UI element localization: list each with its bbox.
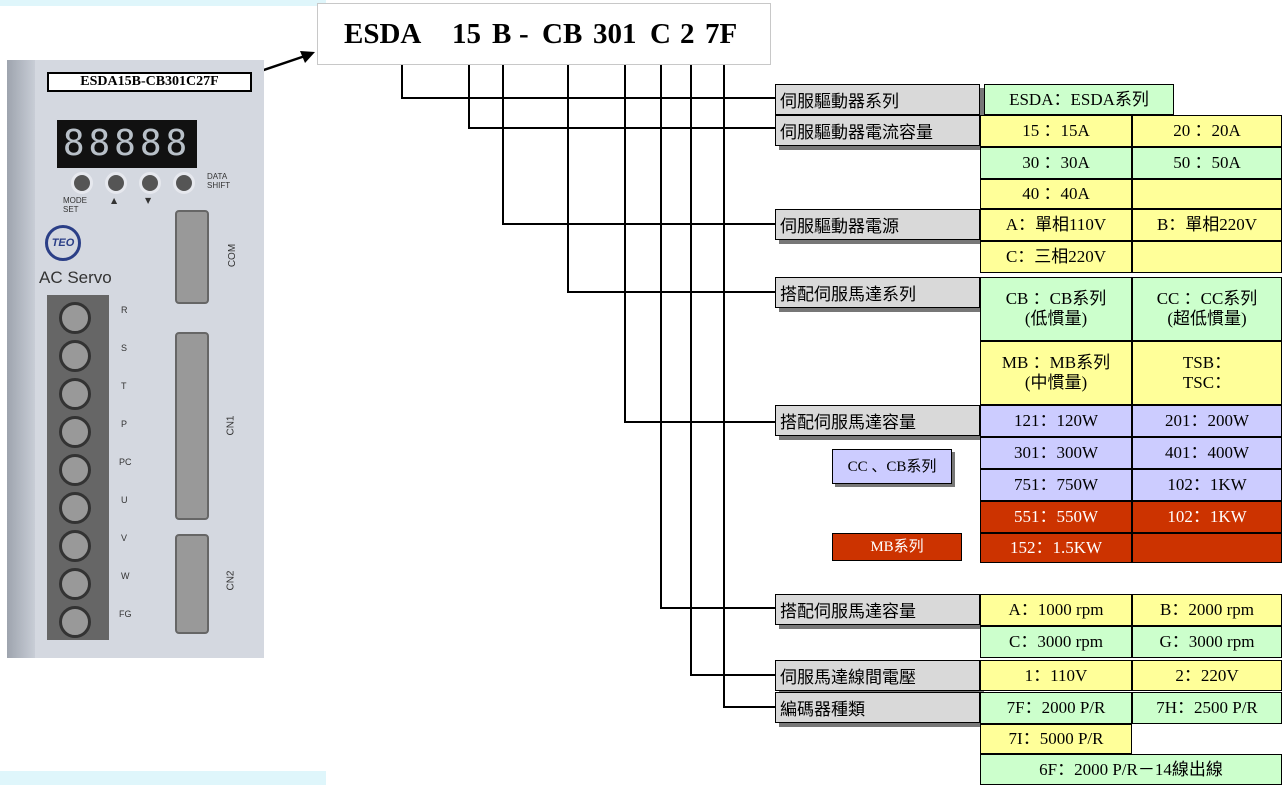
- label-motor-speed: 搭配伺服馬達容量: [775, 594, 980, 625]
- up-label: ▲: [111, 196, 118, 205]
- terminal-label-u: U: [121, 495, 128, 505]
- terminal-label-fg: FG: [119, 609, 132, 619]
- label-drive-current: 伺服驅動器電流容量: [775, 115, 980, 146]
- code-current: 15: [452, 18, 481, 50]
- cell-encoder-7h: 7H：2500 P/R: [1132, 692, 1282, 724]
- cell-speed-c: C：3000 rpm: [980, 626, 1132, 658]
- note-cc-cb-series: CC 、CB系列: [832, 449, 952, 484]
- cell-speed-a: A：1000 rpm: [980, 594, 1132, 626]
- label-drive-series: 伺服驅動器系列: [775, 84, 980, 115]
- cell-current-30: 30 ：30A: [980, 147, 1132, 179]
- label-motor-series: 搭配伺服馬達系列: [775, 277, 980, 308]
- cn2-port-label: CN2: [225, 570, 237, 591]
- cell-encoder-7f: 7F：2000 P/R: [980, 692, 1132, 724]
- cell-current-40: 40 ：40A: [980, 179, 1132, 209]
- data-shift-label: DATA SHIFT: [207, 172, 231, 190]
- label-drive-power: 伺服驅動器電源: [775, 209, 980, 240]
- teco-logo: TEO: [45, 225, 81, 261]
- cell-encoder-6f: 6F：2000 P/R－14線出線: [980, 754, 1282, 785]
- mode-set-label: MODE SET: [63, 196, 87, 214]
- cell-power-empty: [1132, 241, 1282, 273]
- cell-cap-401: 401：400W: [1132, 437, 1282, 469]
- terminal-label-t: T: [121, 381, 127, 391]
- cell-cap-empty: [1132, 533, 1282, 563]
- cell-esda: ESDA：ESDA系列: [984, 84, 1174, 115]
- code-motor-capacity: 301: [593, 18, 637, 50]
- label-encoder-type: 編碼器種類: [775, 692, 980, 723]
- cell-motor-cb: CB ：CB系列 (低慣量): [980, 277, 1132, 341]
- top-left-strip: [0, 0, 326, 6]
- cell-motor-tsb: TSB： TSC：: [1132, 341, 1282, 405]
- note-mb-series: MB系列: [832, 533, 962, 561]
- code-voltage: 2: [680, 18, 695, 50]
- code-series: ESDA: [344, 18, 422, 50]
- cell-current-empty: [1132, 179, 1282, 209]
- cell-current-15: 15 ：15A: [980, 115, 1132, 147]
- cell-speed-b: B：2000 rpm: [1132, 594, 1282, 626]
- cn2-port: [175, 534, 209, 634]
- down-label: ▼: [145, 196, 152, 205]
- code-power: B: [492, 18, 512, 50]
- cell-cap-102: 102：1KW: [1132, 469, 1282, 501]
- cn1-port-label: CN1: [225, 415, 237, 436]
- product-name: AC Servo: [39, 268, 112, 287]
- terminal-label-pc: PC: [119, 457, 132, 467]
- terminal-label-p: P: [121, 419, 128, 429]
- up-key[interactable]: [105, 172, 127, 194]
- cell-power-b: B：單相220V: [1132, 209, 1282, 241]
- cell-cap-201: 201：200W: [1132, 405, 1282, 437]
- model-code-box: ESDA 15 B - CB 301 C 2 7F: [317, 3, 771, 65]
- cell-voltage-1: 1：110V: [980, 660, 1132, 691]
- code-motor-series: CB: [542, 18, 583, 50]
- bottom-left-strip: [0, 771, 326, 785]
- device-model-label: ESDA15B-CB301C27F: [47, 72, 252, 92]
- mode-set-key[interactable]: [71, 172, 93, 194]
- cell-cap-121: 121：120W: [980, 405, 1132, 437]
- terminal-label-r: R: [121, 305, 128, 315]
- down-key[interactable]: [139, 172, 161, 194]
- cell-motor-mb: MB ：MB系列 (中慣量): [980, 341, 1132, 405]
- terminal-label-w: W: [121, 571, 130, 581]
- data-shift-key[interactable]: [173, 172, 195, 194]
- terminal-label-s: S: [121, 343, 128, 353]
- cell-power-a: A：單相110V: [980, 209, 1132, 241]
- cell-cap-152: 152：1.5KW: [980, 533, 1132, 563]
- display-digits: 88888: [62, 123, 192, 164]
- com-port: [175, 210, 209, 304]
- cn1-port: [175, 332, 209, 520]
- cell-current-20: 20 ：20A: [1132, 115, 1282, 147]
- cell-voltage-2: 2：220V: [1132, 660, 1282, 691]
- servo-drive-photo: ESDA15B-CB301C27F 88888 MODE SET ▲ ▼ DAT…: [7, 60, 264, 658]
- code-encoder: 7F: [705, 18, 738, 50]
- cell-motor-cc: CC ：CC系列 (超低慣量): [1132, 277, 1282, 341]
- cell-speed-g: G：3000 rpm: [1132, 626, 1282, 658]
- com-port-label: COM: [227, 243, 239, 268]
- terminal-label-v: V: [121, 533, 128, 543]
- brand-logo-text: TEO: [51, 237, 75, 249]
- cell-current-50: 50 ：50A: [1132, 147, 1282, 179]
- cell-power-c: C：三相220V: [980, 241, 1132, 273]
- label-motor-voltage: 伺服馬達線間電壓: [775, 660, 980, 691]
- terminal-screws: [53, 302, 105, 642]
- cell-encoder-7i: 7I：5000 P/R: [980, 724, 1132, 754]
- cell-cap-751: 751：750W: [980, 469, 1132, 501]
- cell-cap-301: 301：300W: [980, 437, 1132, 469]
- seven-segment-display: 88888: [57, 120, 197, 168]
- label-motor-capacity: 搭配伺服馬達容量: [775, 405, 980, 436]
- code-speed: C: [650, 18, 671, 50]
- cell-cap-102-mb: 102：1KW: [1132, 501, 1282, 533]
- code-dash: -: [519, 18, 529, 50]
- cell-cap-551: 551：550W: [980, 501, 1132, 533]
